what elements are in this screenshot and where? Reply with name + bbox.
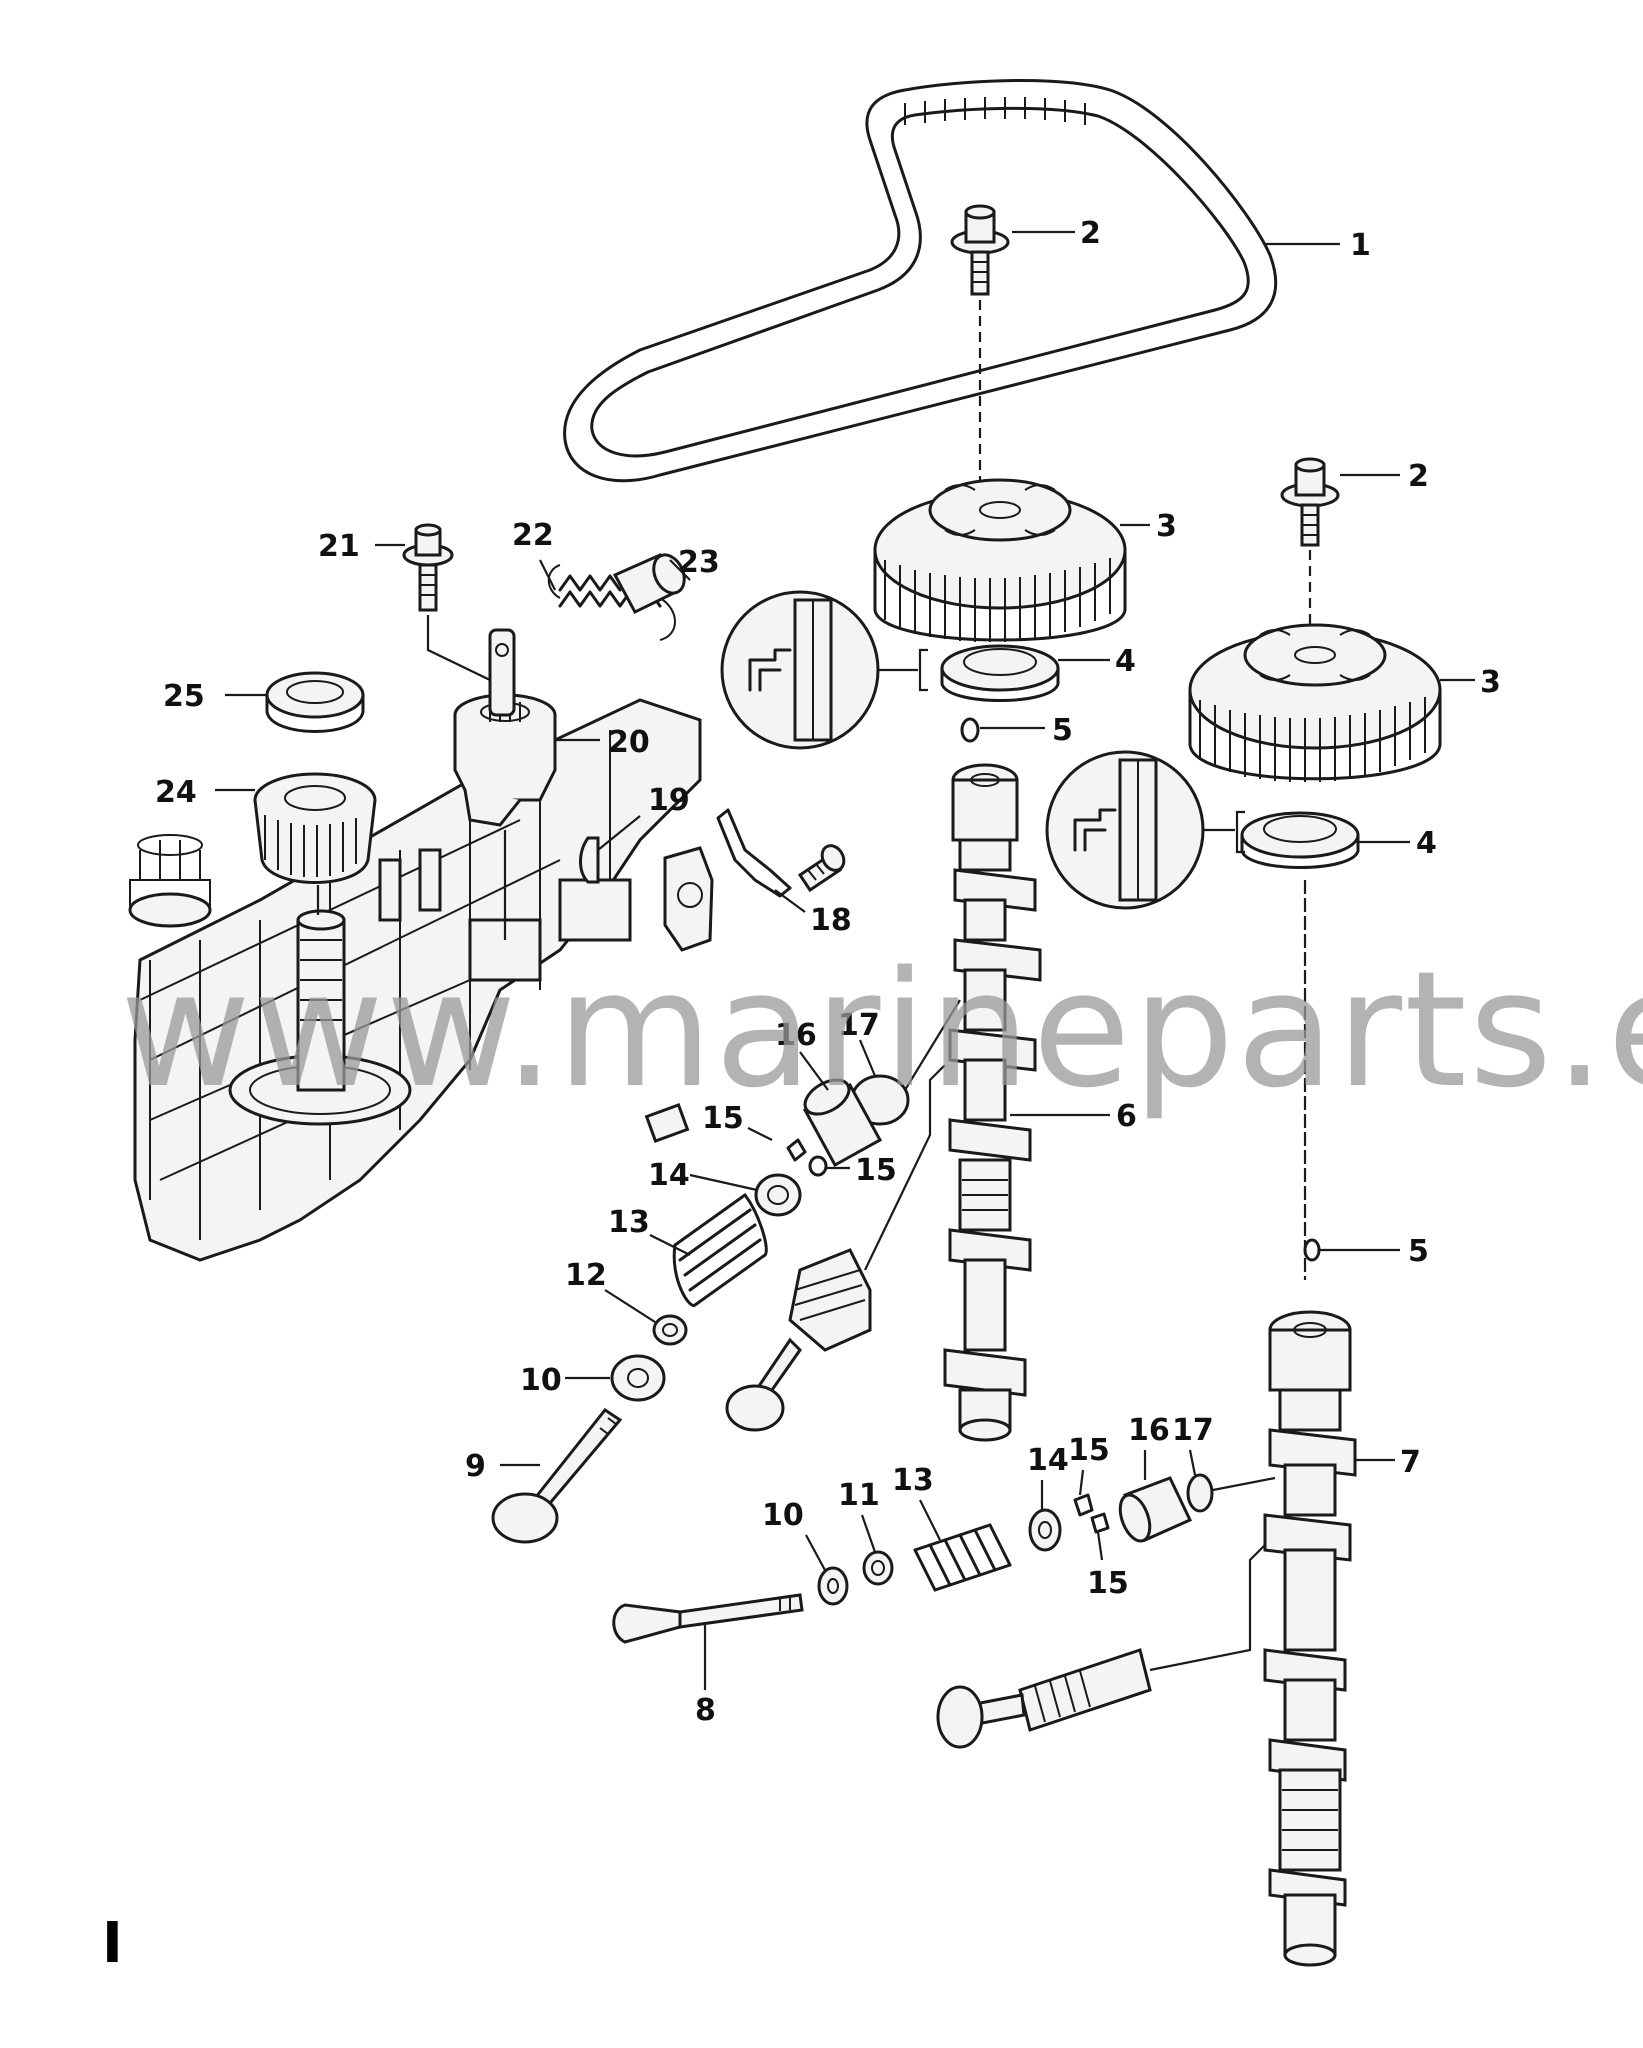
crank-sprocket xyxy=(253,772,377,884)
valve-stem-seal-lower xyxy=(862,1550,894,1586)
callout-25: 25 xyxy=(163,679,205,714)
callout-17-upper: 17 xyxy=(838,1008,880,1043)
callout-8: 8 xyxy=(695,1693,716,1728)
valve-spring-lower xyxy=(913,1523,1012,1592)
tensioner-sleeve xyxy=(612,553,686,614)
callout-10-left: 10 xyxy=(520,1363,562,1398)
spring-seat-left xyxy=(610,1354,666,1402)
spring-retainer-lower xyxy=(1028,1508,1062,1552)
callout-21: 21 xyxy=(318,529,360,564)
callout-9: 9 xyxy=(465,1449,486,1484)
callout-labels: 1 2 2 3 3 4 4 5 5 6 7 8 9 10 10 11 12 13… xyxy=(155,216,1501,1728)
cam-sprocket-right xyxy=(1188,623,1442,782)
callout-15-upper-a: 15 xyxy=(702,1101,744,1136)
valve-left xyxy=(491,1407,623,1544)
cam-sprocket-upper xyxy=(873,478,1127,642)
callout-24: 24 xyxy=(155,775,197,810)
callout-2-upper: 2 xyxy=(1080,216,1101,251)
callout-7: 7 xyxy=(1400,1445,1421,1480)
callout-3-right: 3 xyxy=(1480,665,1501,700)
valve-stem-seal xyxy=(652,1314,688,1346)
oil-seal-right xyxy=(1240,811,1360,869)
crank-key xyxy=(579,836,600,884)
callout-16-lower: 16 xyxy=(1128,1413,1170,1448)
valve-lower xyxy=(612,1593,804,1644)
callout-15-upper-b: 15 xyxy=(855,1153,897,1188)
callout-4-right: 4 xyxy=(1416,826,1437,861)
callout-15-lower-a: 15 xyxy=(1068,1433,1110,1468)
valve-assembly-middle xyxy=(725,1248,872,1432)
callout-18: 18 xyxy=(810,903,852,938)
camshaft-upper xyxy=(943,763,1042,1442)
callout-5-upper: 5 xyxy=(1052,713,1073,748)
oil-seal-upper xyxy=(940,644,1060,702)
valve-cotters-upper xyxy=(786,1138,828,1177)
spring-retainer-upper xyxy=(754,1173,802,1217)
callout-5-right: 5 xyxy=(1408,1234,1429,1269)
sprocket-bolt-right xyxy=(1280,457,1340,547)
engine-block xyxy=(128,698,702,1262)
callout-13-lower: 13 xyxy=(892,1463,934,1498)
callout-19: 19 xyxy=(648,783,690,818)
callout-22: 22 xyxy=(512,518,554,553)
callout-12: 12 xyxy=(565,1258,607,1293)
callout-14-upper: 14 xyxy=(648,1158,690,1193)
callout-6: 6 xyxy=(1116,1099,1137,1134)
camshaft-lower xyxy=(1263,1310,1357,1967)
valve-spring-upper xyxy=(672,1193,768,1307)
watermark: www.marineparts.eu xyxy=(120,936,1643,1123)
callout-23: 23 xyxy=(678,545,720,580)
sprocket-bolt-upper xyxy=(950,204,1010,296)
callout-20: 20 xyxy=(608,725,650,760)
woodruff-key-right xyxy=(1303,1238,1321,1262)
callout-13-upper: 13 xyxy=(608,1205,650,1240)
seal-detail-circle-upper xyxy=(720,590,928,750)
timing-belt xyxy=(563,79,1278,483)
valve-assembly-lower xyxy=(936,1648,1152,1749)
callout-4-upper: 4 xyxy=(1115,644,1136,679)
tappet-upper xyxy=(802,1078,883,1168)
callout-17-lower: 17 xyxy=(1172,1413,1214,1448)
spring-seat-lower xyxy=(817,1566,849,1606)
woodruff-key-upper xyxy=(960,717,980,743)
shim-lower xyxy=(1186,1473,1214,1513)
callout-1: 1 xyxy=(1350,228,1371,263)
callout-11: 11 xyxy=(838,1478,880,1513)
callout-15-lower-b: 15 xyxy=(1087,1566,1129,1601)
crank-nut xyxy=(265,671,365,733)
seal-detail-circle-right xyxy=(1045,750,1245,910)
tensioner-bolt xyxy=(402,523,454,612)
callout-16-upper: 16 xyxy=(775,1018,817,1053)
tappet-lower xyxy=(1118,1476,1193,1543)
callout-10-lower: 10 xyxy=(762,1498,804,1533)
callout-14-lower: 14 xyxy=(1027,1443,1069,1478)
callout-3-upper: 3 xyxy=(1156,509,1177,544)
page-mark: I xyxy=(102,1911,123,1976)
belt-tensioner xyxy=(453,628,557,827)
bracket-and-screw xyxy=(663,808,846,952)
callout-2-right: 2 xyxy=(1408,459,1429,494)
valve-cotters-lower xyxy=(1073,1493,1110,1534)
